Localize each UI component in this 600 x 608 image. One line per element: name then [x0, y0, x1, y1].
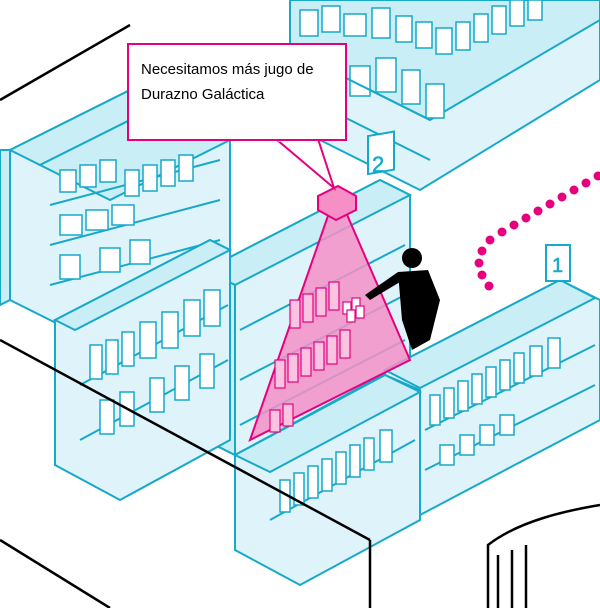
speech-callout: Necesitamos más jugo de Durazno Galáctic…: [127, 43, 347, 141]
dotted-path-icon: [475, 172, 600, 291]
callout-pointer: [276, 139, 334, 188]
aisle-sign-2: 2: [372, 152, 384, 177]
display-unit-bottom-right: [488, 505, 600, 608]
aisle-sign-1: 1: [552, 255, 563, 277]
callout-line-1: Necesitamos más jugo de: [141, 57, 335, 82]
callout-line-2: Durazno Galáctica: [141, 82, 335, 107]
